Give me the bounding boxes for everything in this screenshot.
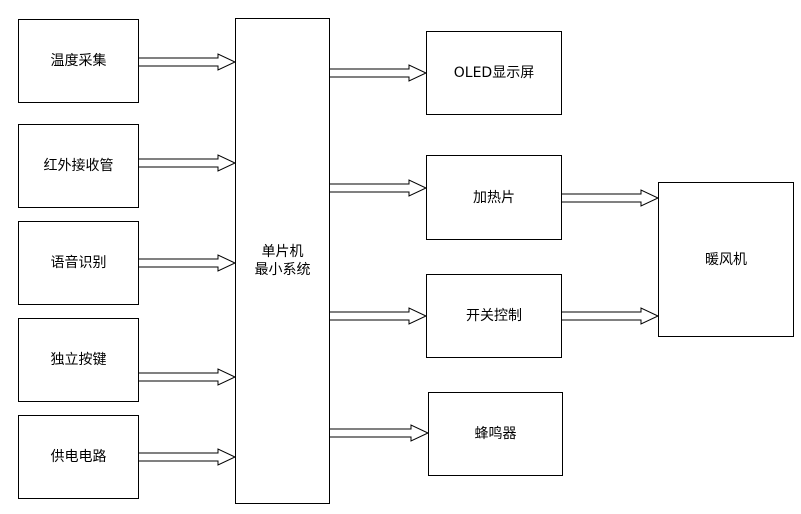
arrow-infrared-to-mcu bbox=[139, 154, 237, 172]
fan-heater-block: 暖风机 bbox=[658, 182, 794, 337]
arrow-keys-to-mcu bbox=[139, 368, 237, 386]
mcu-label-line2: 最小系统 bbox=[254, 262, 311, 278]
output-heating-plate: 加热片 bbox=[426, 155, 562, 240]
arrow-mcu-to-heating bbox=[330, 179, 428, 197]
output-label: 加热片 bbox=[473, 189, 515, 206]
arrow-power-to-mcu bbox=[139, 448, 237, 466]
fan-heater-label: 暖风机 bbox=[705, 251, 747, 268]
input-voice-recognition: 语音识别 bbox=[18, 221, 139, 305]
mcu-block: 单片机 最小系统 bbox=[235, 18, 330, 504]
arrow-temperature-to-mcu bbox=[139, 53, 237, 71]
output-label: OLED显示屏 bbox=[453, 65, 535, 81]
output-label: 蜂鸣器 bbox=[474, 426, 517, 442]
input-label: 语音识别 bbox=[50, 255, 107, 271]
arrow-voice-to-mcu bbox=[139, 254, 237, 272]
input-label: 供电电路 bbox=[50, 449, 107, 465]
arrow-mcu-to-switch bbox=[330, 307, 428, 325]
arrow-switch-to-fan bbox=[562, 307, 660, 325]
arrow-mcu-to-buzzer bbox=[330, 424, 430, 442]
input-label: 独立按键 bbox=[50, 352, 107, 368]
output-switch-control: 开关控制 bbox=[426, 274, 562, 358]
input-infrared-receiver: 红外接收管 bbox=[18, 124, 139, 208]
arrow-heating-to-fan bbox=[562, 189, 660, 207]
input-temperature-collection: 温度采集 bbox=[18, 19, 139, 103]
input-label: 红外接收管 bbox=[43, 158, 114, 174]
output-label: 开关控制 bbox=[466, 308, 522, 324]
input-power-circuit: 供电电路 bbox=[18, 415, 139, 499]
output-oled-display: OLED显示屏 bbox=[426, 31, 562, 115]
input-independent-keys: 独立按键 bbox=[18, 318, 139, 402]
arrow-mcu-to-oled bbox=[330, 64, 428, 82]
mcu-label: 单片机 最小系统 bbox=[255, 243, 311, 279]
output-buzzer: 蜂鸣器 bbox=[428, 392, 563, 476]
mcu-label-line1: 单片机 bbox=[261, 244, 304, 260]
input-label: 温度采集 bbox=[50, 53, 107, 69]
